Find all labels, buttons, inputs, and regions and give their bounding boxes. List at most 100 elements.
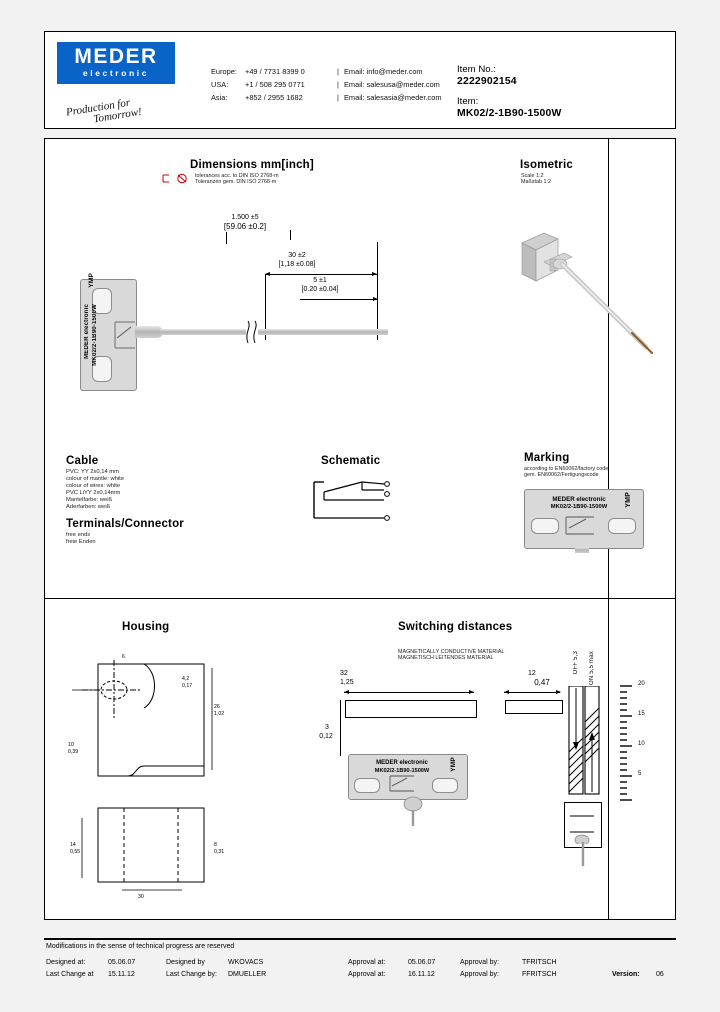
dim-30-mm: 30 ±2 bbox=[288, 252, 306, 259]
contact-row: USA: +1 / 508 295 0771 | Email: salesusa… bbox=[211, 79, 441, 92]
logo-sub-text: electronic bbox=[82, 68, 150, 78]
switch-dim-3-line bbox=[340, 700, 341, 756]
svg-text:8: 8 bbox=[214, 842, 217, 848]
sensor-brand-text: MEDER electronic bbox=[84, 304, 90, 359]
switch-sensor-hole-right bbox=[432, 778, 458, 793]
contact-email: salesusa@meder.com bbox=[366, 80, 440, 90]
contact-email-label: Email: bbox=[344, 67, 365, 76]
logo-main-text: MEDER bbox=[74, 45, 158, 68]
switch-sensor-side-code: YMP bbox=[450, 757, 457, 772]
projection-symbol-icon bbox=[162, 173, 192, 184]
cable-spec-line: colour of wires: white bbox=[66, 483, 121, 489]
contact-phone: +1 / 508 295 0771 bbox=[245, 80, 305, 90]
marking-standard-de: gem. EN60062/Fertigungscode bbox=[524, 472, 599, 479]
switch-label-off: OFF 5,3 bbox=[573, 651, 579, 675]
switch-dim-12-arrow-left bbox=[504, 689, 509, 694]
item-label: Item: bbox=[457, 96, 479, 107]
contact-region: USA: bbox=[211, 80, 229, 90]
footer-row-last-change: Last Change at 15.11.12 Last Change by: … bbox=[46, 968, 674, 980]
footer-table: Designed at: 05.06.07 Designed by WKOVAC… bbox=[46, 956, 676, 980]
version-label: Version: bbox=[612, 970, 640, 978]
marking-standard-en: according to EN60062/factory code bbox=[524, 466, 609, 472]
approval-by-label-1: Approval by: bbox=[460, 958, 499, 966]
last-change-at-value: 15.11.12 bbox=[108, 970, 135, 978]
approval-by-value-1: TFRITSCH bbox=[522, 958, 557, 966]
approval-at-label-1: Approval at: bbox=[348, 958, 386, 966]
cable-spec-line: Aderfarben: weiß bbox=[66, 504, 111, 510]
marking-cable-stub bbox=[575, 547, 589, 553]
housing-title: Housing bbox=[122, 621, 170, 633]
svg-text:0,31: 0,31 bbox=[214, 849, 224, 855]
tolerance-line-1: tolerances acc. to DIN ISO 2768-m bbox=[195, 173, 279, 179]
approval-by-value-2: FFRITSCH bbox=[522, 970, 557, 978]
svg-text:0,17: 0,17 bbox=[182, 683, 192, 689]
last-change-by-value: DMUELLER bbox=[228, 970, 267, 978]
isometric-title: Isometric bbox=[520, 159, 573, 171]
marking-side-code: YMP bbox=[625, 492, 632, 508]
switching-material-note: MAGNETICALLY CONDUCTIVE MATERIAL MAGNETI… bbox=[398, 649, 618, 662]
switch-dim-32-inch: 1,25 bbox=[340, 679, 354, 686]
switch-target-plate-left bbox=[345, 700, 477, 718]
marking-standard: according to EN60062/factory code gem. E… bbox=[524, 466, 654, 479]
terminals-line: freie Enden bbox=[66, 539, 96, 545]
sensor-part-text: MK02/2-1B90-1500W bbox=[92, 304, 98, 366]
version-value: 06 bbox=[656, 970, 664, 978]
contact-phone: +852 / 2955 1682 bbox=[245, 93, 303, 103]
svg-text:1,02: 1,02 bbox=[214, 711, 224, 717]
designed-by-value: WKOVACS bbox=[228, 958, 264, 966]
item-number-value: 2222902154 bbox=[457, 76, 517, 87]
switch-dim-3-mm: 3 bbox=[325, 724, 329, 731]
scale-tick-15: 15 bbox=[638, 711, 645, 717]
switch-sensor-hole-left bbox=[354, 778, 380, 793]
svg-text:14: 14 bbox=[70, 842, 76, 848]
contact-email-label: Email: bbox=[344, 80, 365, 90]
length-leader-right bbox=[290, 230, 291, 240]
cable-spec-line: PVC: YY 2x0,14 mm bbox=[66, 469, 119, 475]
cable-segment-right bbox=[258, 329, 388, 335]
switch-dim-12-arrow-right bbox=[556, 689, 561, 694]
marking-brand-text: MEDER electronic bbox=[552, 496, 606, 503]
footer-note: Modifications in the sense of technical … bbox=[46, 943, 235, 950]
item-identification: Item No.: 2222902154 Item: MK02/2-1B90-1… bbox=[457, 64, 561, 128]
approval-at-value-2: 16.11.12 bbox=[408, 970, 435, 978]
approval-at-label-2: Approval at: bbox=[348, 970, 386, 978]
contact-row: Europe: +49 / 7731 8399 0 | Email: info@… bbox=[211, 66, 441, 79]
last-change-by-label: Last Change by: bbox=[166, 970, 217, 978]
svg-text:26: 26 bbox=[214, 704, 220, 710]
switch-sensor-part: MK02/2-1B90-1500W bbox=[374, 768, 430, 774]
designed-at-value: 05.06.07 bbox=[108, 958, 136, 966]
terminals-line: free ends bbox=[66, 532, 91, 538]
length-leader-left bbox=[226, 232, 227, 244]
contact-phone: +49 / 7731 8399 0 bbox=[245, 67, 305, 76]
contact-region: Europe: bbox=[211, 67, 237, 76]
switching-title: Switching distances bbox=[398, 621, 513, 633]
contact-separator: | bbox=[337, 93, 339, 103]
switch-dim-32-arrow-left bbox=[344, 689, 349, 694]
switching-material-de: MAGNETISCH LEITENDES MATERIAL bbox=[398, 655, 494, 662]
switch-dim-3-inch: 0,12 bbox=[319, 733, 333, 740]
marking-title: Marking bbox=[524, 452, 570, 464]
last-change-at-label: Last Change at bbox=[46, 970, 94, 978]
dim-5-arrow-right bbox=[373, 296, 378, 301]
scale-tick-20: 20 bbox=[638, 681, 645, 687]
approval-by-label-2: Approval by: bbox=[460, 970, 499, 978]
isometric-scale: Scale 1:2 Maßstab 1:2 bbox=[521, 173, 551, 186]
item-value: MK02/2-1B90-1500W bbox=[457, 108, 562, 119]
contact-info: Europe: +49 / 7731 8399 0 | Email: info@… bbox=[211, 66, 441, 106]
cable-spec-line: colour of mantle: white bbox=[66, 476, 124, 482]
signature-graphic: Production for Tomorrow! bbox=[65, 87, 203, 140]
terminals-specs: free ends freie Enden bbox=[66, 532, 196, 546]
switch-dim-12-mm: 12 bbox=[528, 670, 536, 677]
cable-title: Cable bbox=[66, 455, 99, 467]
switch-dim-12-inch: 0,47 bbox=[534, 678, 550, 687]
switch-dim-32-mm: 32 bbox=[340, 670, 348, 677]
schematic-title: Schematic bbox=[321, 455, 381, 467]
dim-30-arrow-right bbox=[372, 271, 377, 276]
switch-sensor-brand: MEDER electronic bbox=[376, 760, 428, 766]
cable-spec-line: Mantelfarbe: weiß bbox=[66, 497, 113, 503]
tolerance-line-2: Toleranzen gem. DIN ISO 2768-m bbox=[195, 179, 277, 186]
approval-at-value-1: 05.06.07 bbox=[408, 958, 436, 966]
scale-tick-5: 5 bbox=[638, 771, 642, 777]
isometric-scale-de: Maßstab 1:2 bbox=[521, 179, 551, 186]
